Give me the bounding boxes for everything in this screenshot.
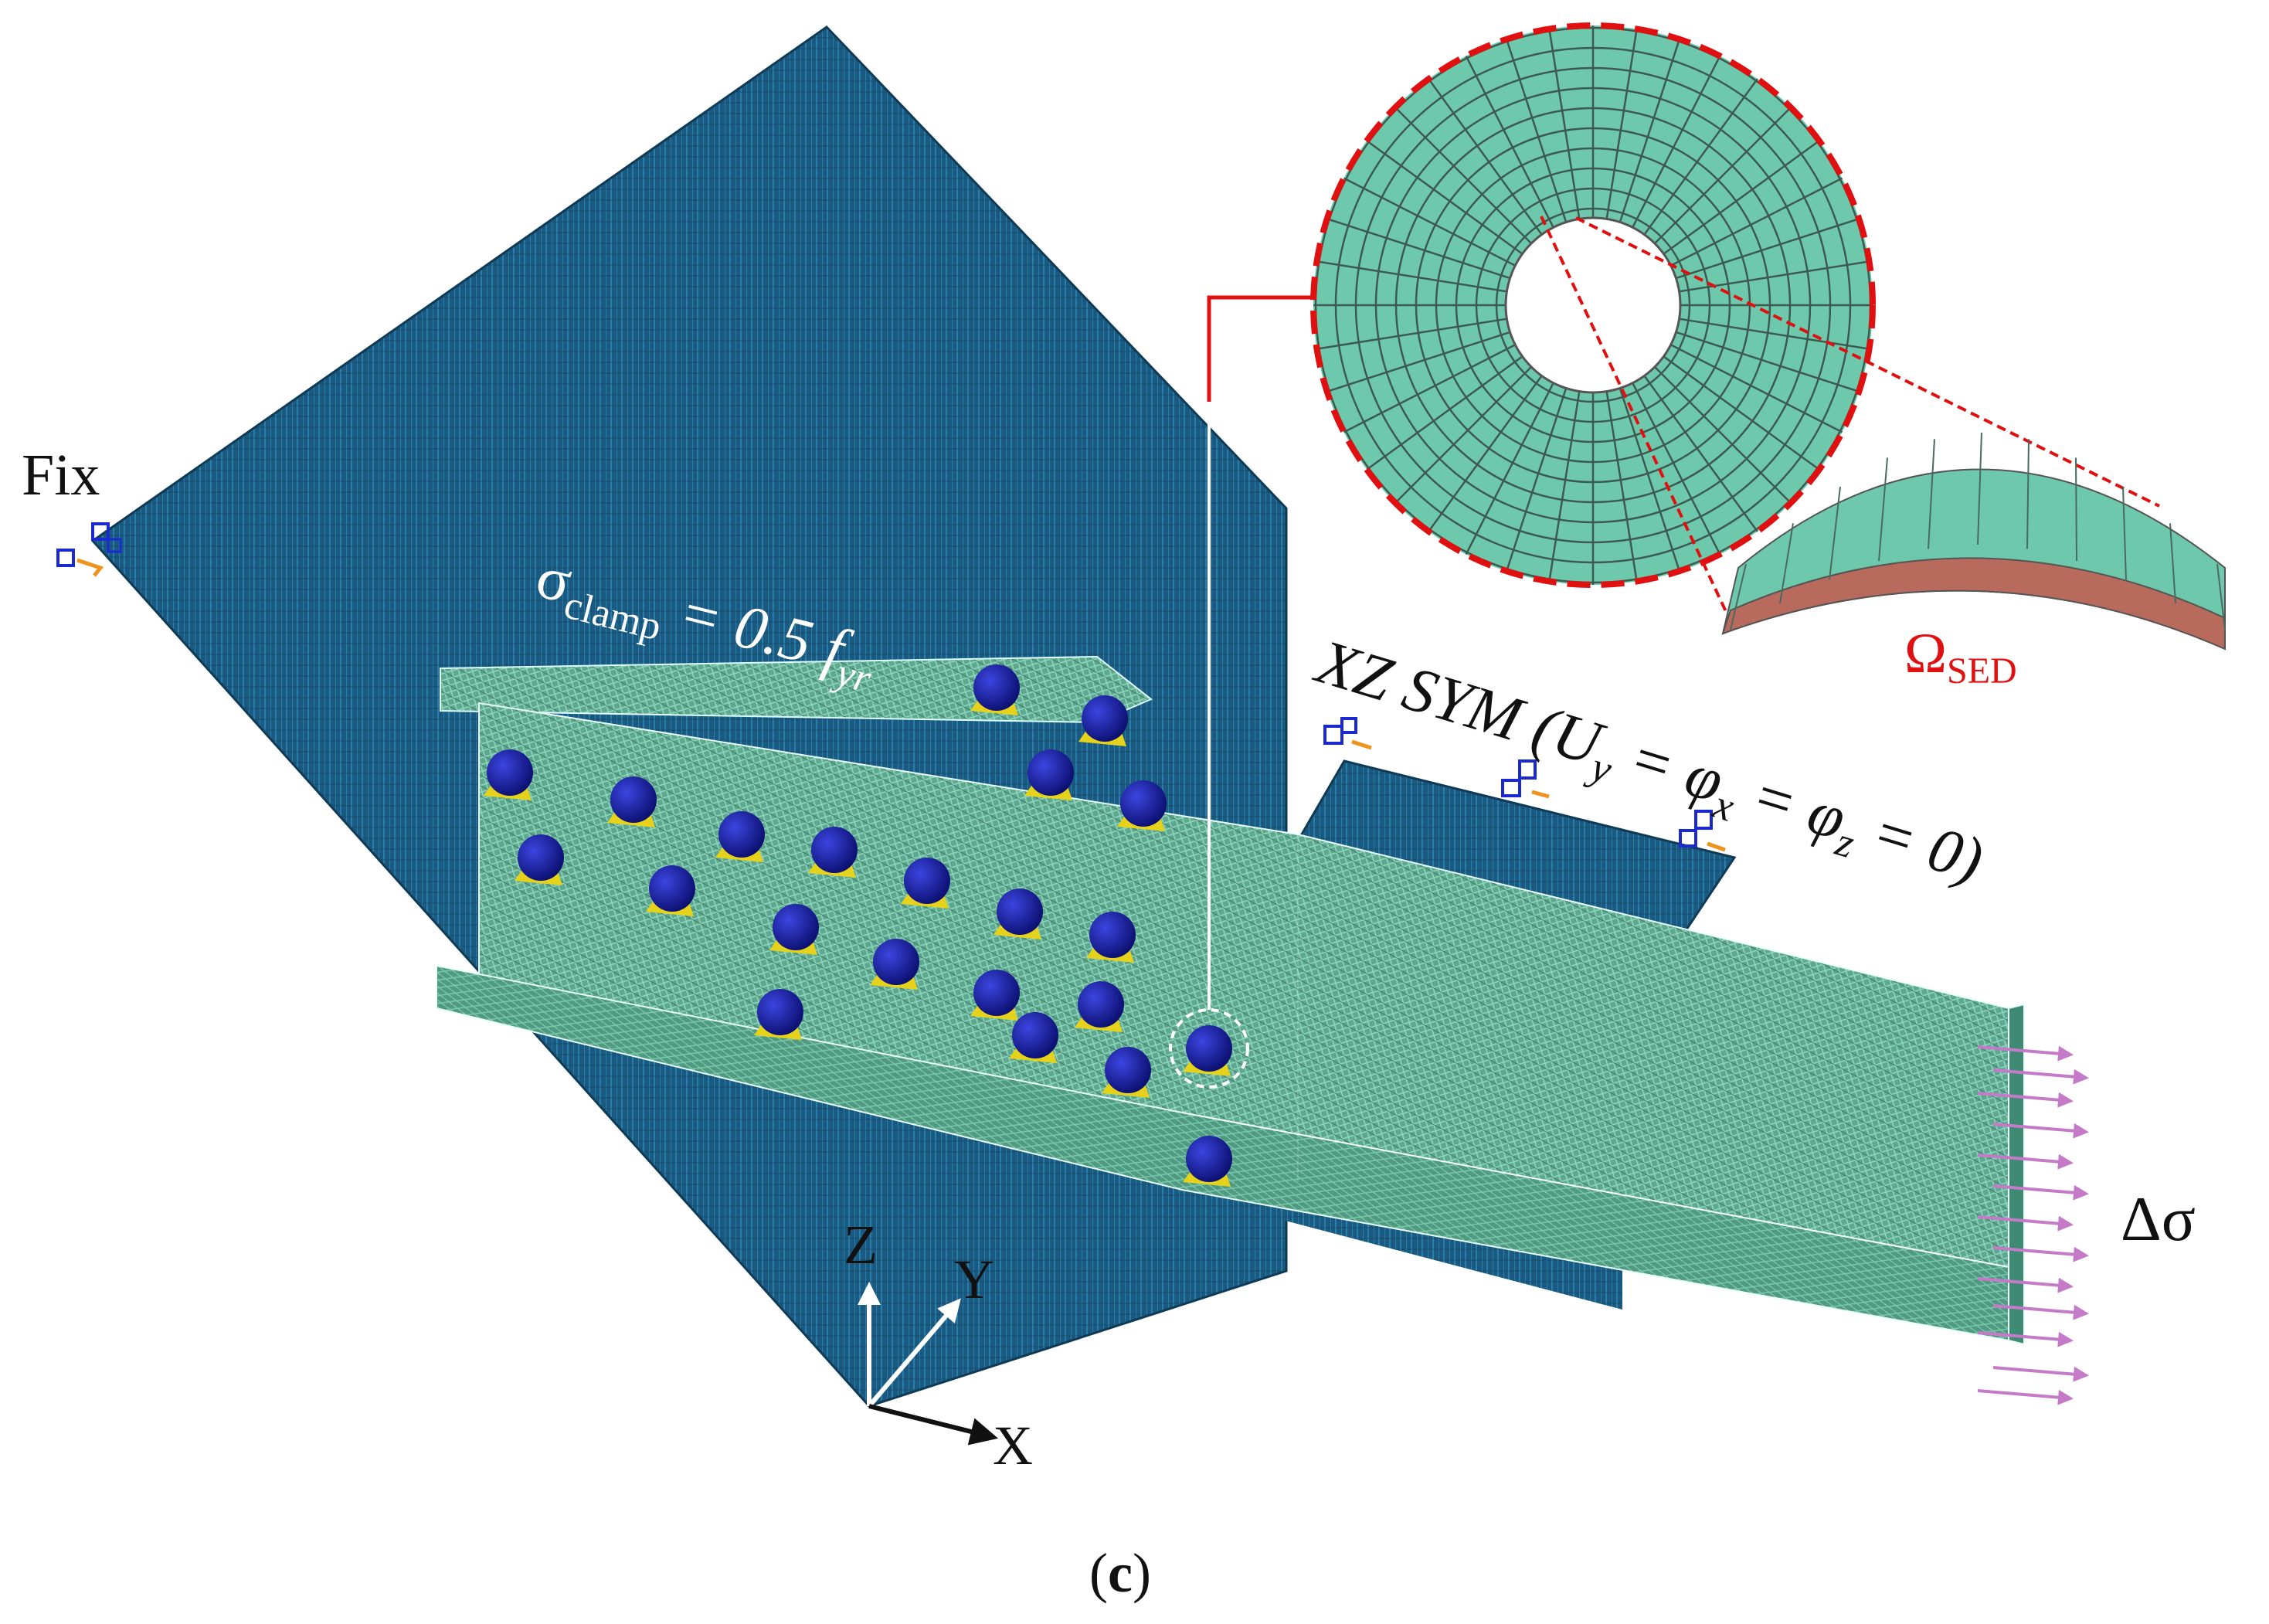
mesh-spoke: [1643, 73, 1762, 236]
sed-region-detail: [1721, 432, 2226, 651]
mesh-spoke: [1676, 216, 1866, 280]
load-delta-sigma-label: Δσ: [2121, 1184, 2196, 1254]
bolt-head: [1120, 780, 1167, 827]
fix-label: Fix: [22, 443, 100, 508]
mesh-spoke: [1320, 216, 1510, 280]
mesh-spoke: [1670, 344, 1849, 437]
load-arrow: [1992, 1246, 2089, 1262]
bolt-head: [1089, 912, 1136, 958]
mesh-spoke: [1670, 174, 1849, 267]
mesh-spoke: [1605, 25, 1639, 219]
load-arrow: [1992, 1069, 2089, 1085]
bolt-head: [649, 865, 695, 912]
mesh-spoke: [1462, 49, 1554, 228]
bolt-head: [487, 749, 533, 796]
sed-mesh-line: [1878, 457, 1888, 562]
sed-mesh-line: [1928, 439, 1935, 549]
bolt-head: [518, 834, 564, 881]
load-arrow: [1977, 1215, 2074, 1232]
mesh-spoke: [1360, 136, 1523, 255]
mesh-spoke: [1547, 25, 1581, 219]
symmetry-constraint-icons: [1323, 717, 1726, 852]
bolt-head: [1012, 1012, 1058, 1058]
sed-mesh-line: [2169, 523, 2176, 604]
axis-z-label: Z: [844, 1214, 878, 1276]
mesh-spoke: [1632, 382, 1724, 561]
bolt-group: [484, 664, 1232, 1187]
load-arrow: [1977, 1153, 2074, 1170]
load-arrow: [1977, 1277, 2074, 1293]
load-arrow: [1992, 1184, 2089, 1201]
mesh-spoke: [1619, 388, 1683, 578]
bolt-head: [873, 939, 919, 985]
bolt-head: [811, 827, 858, 873]
mesh-spoke: [1619, 32, 1683, 223]
bolt-head: [757, 989, 803, 1035]
figure-caption: (c): [1089, 1542, 1151, 1604]
mesh-spoke: [1313, 259, 1507, 293]
mesh-spoke: [1663, 136, 1826, 255]
mesh-spoke: [1605, 391, 1639, 585]
mesh-spoke: [1547, 391, 1581, 585]
bolt-head: [997, 888, 1043, 935]
mesh-spoke: [1679, 318, 1873, 352]
bolt-head: [1105, 1047, 1151, 1093]
bolt-head: [904, 858, 950, 904]
mesh-spoke: [1337, 174, 1516, 267]
highlighted-bolt-marker: [1169, 1008, 1249, 1089]
load-arrow: [1992, 1123, 2089, 1139]
bolt-head: [1028, 749, 1074, 796]
mesh-spoke: [1503, 32, 1568, 223]
bolt-head: [973, 970, 1020, 1016]
mesh-spoke: [1462, 382, 1554, 561]
sed-mesh-line: [2075, 457, 2077, 562]
bolt-head: [718, 811, 765, 858]
load-arrow: [1977, 1045, 2074, 1062]
axis-triad: [858, 1282, 998, 1446]
load-arrow: [1992, 1304, 2089, 1320]
load-arrow: [1977, 1092, 2074, 1108]
axis-x-label: X: [993, 1415, 1033, 1476]
load-arrow: [1977, 1389, 2074, 1405]
sed-mesh-line: [2122, 487, 2127, 580]
mesh-spoke: [1654, 102, 1796, 244]
sed-mesh-line: [2216, 563, 2226, 630]
mesh-spoke: [1643, 375, 1762, 538]
bolt-head: [1186, 1025, 1232, 1072]
zoom-leader-red: [1207, 295, 1313, 402]
mesh-spoke: [1424, 73, 1543, 236]
load-arrow: [1977, 1331, 2074, 1347]
mesh-spoke: [1390, 366, 1532, 508]
mesh-spoke: [1676, 331, 1866, 395]
bolt-head: [1082, 695, 1128, 742]
mesh-spoke: [1654, 366, 1796, 508]
load-arrow: [1992, 1366, 2089, 1382]
bolt-head: [610, 776, 657, 823]
mesh-spoke: [1503, 388, 1568, 578]
mesh-spoke: [1337, 344, 1516, 437]
load-arrows: [1977, 1045, 2089, 1405]
sed-mesh-line: [1829, 486, 1841, 580]
mesh-spoke: [1390, 102, 1532, 244]
mesh-spoke: [1360, 355, 1523, 474]
mesh-spoke: [1632, 49, 1724, 228]
sed-mesh-line: [2026, 439, 2030, 549]
sed-mesh-line: [1730, 563, 1747, 630]
omega-sed-label: ΩSED: [1904, 622, 2017, 691]
zoom-inset-bolt-hole: [1310, 22, 2160, 630]
mesh-spoke: [1663, 355, 1826, 474]
mesh-spoke: [1313, 318, 1507, 352]
sed-mesh-line: [1779, 523, 1794, 604]
bolt-head: [773, 904, 819, 950]
bolt-head: [973, 664, 1020, 711]
mesh-spoke: [1424, 375, 1543, 538]
axis-y-label: Y: [954, 1249, 994, 1310]
fix-constraint-icon: [56, 522, 122, 577]
bolt-head: [1078, 981, 1124, 1028]
mesh-spoke: [1320, 331, 1510, 395]
sed-mesh-line: [1977, 432, 1982, 545]
bolt-head: [1186, 1136, 1232, 1182]
